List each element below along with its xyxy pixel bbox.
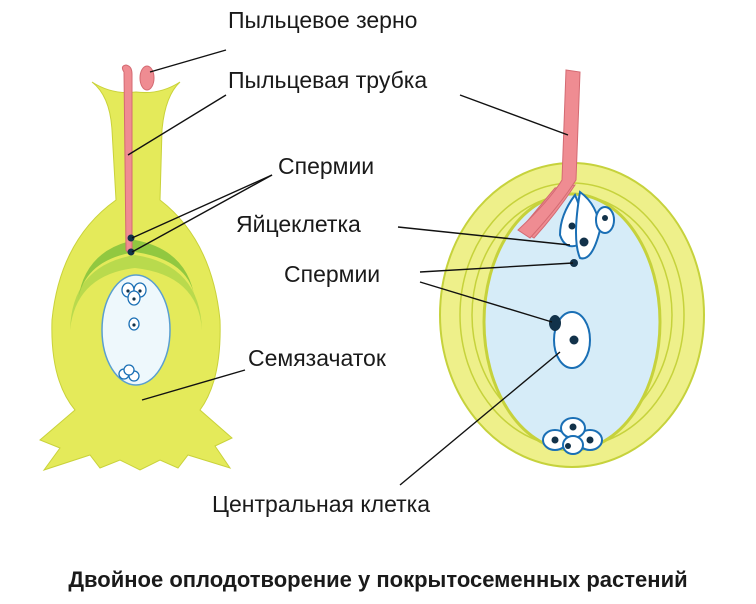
label-sperm-left: Спермии (278, 153, 374, 179)
label-pollen-grain: Пыльцевое зерно (228, 7, 417, 33)
sperm-left-1 (127, 234, 135, 242)
label-egg-cell: Яйцеклетка (236, 211, 361, 237)
sperm-left-2 (127, 248, 135, 256)
sperm-right-1 (570, 259, 578, 267)
label-ovule: Семязачаток (248, 345, 387, 371)
sperm-right-2 (549, 315, 561, 331)
pollen-tube-right (517, 69, 581, 239)
label-central-cell: Центральная клетка (212, 491, 430, 517)
figure-caption: Двойное оплодотворение у покрытосеменных… (68, 567, 687, 592)
pistil (39, 64, 233, 471)
leader-lines (127, 49, 574, 486)
label-pollen-tube: Пыльцевая трубка (228, 67, 427, 93)
pollen-grain (139, 65, 155, 91)
egg-apparatus-left (118, 282, 147, 382)
label-sperm-right: Спермии (284, 261, 380, 287)
nucellus-green (78, 240, 195, 300)
